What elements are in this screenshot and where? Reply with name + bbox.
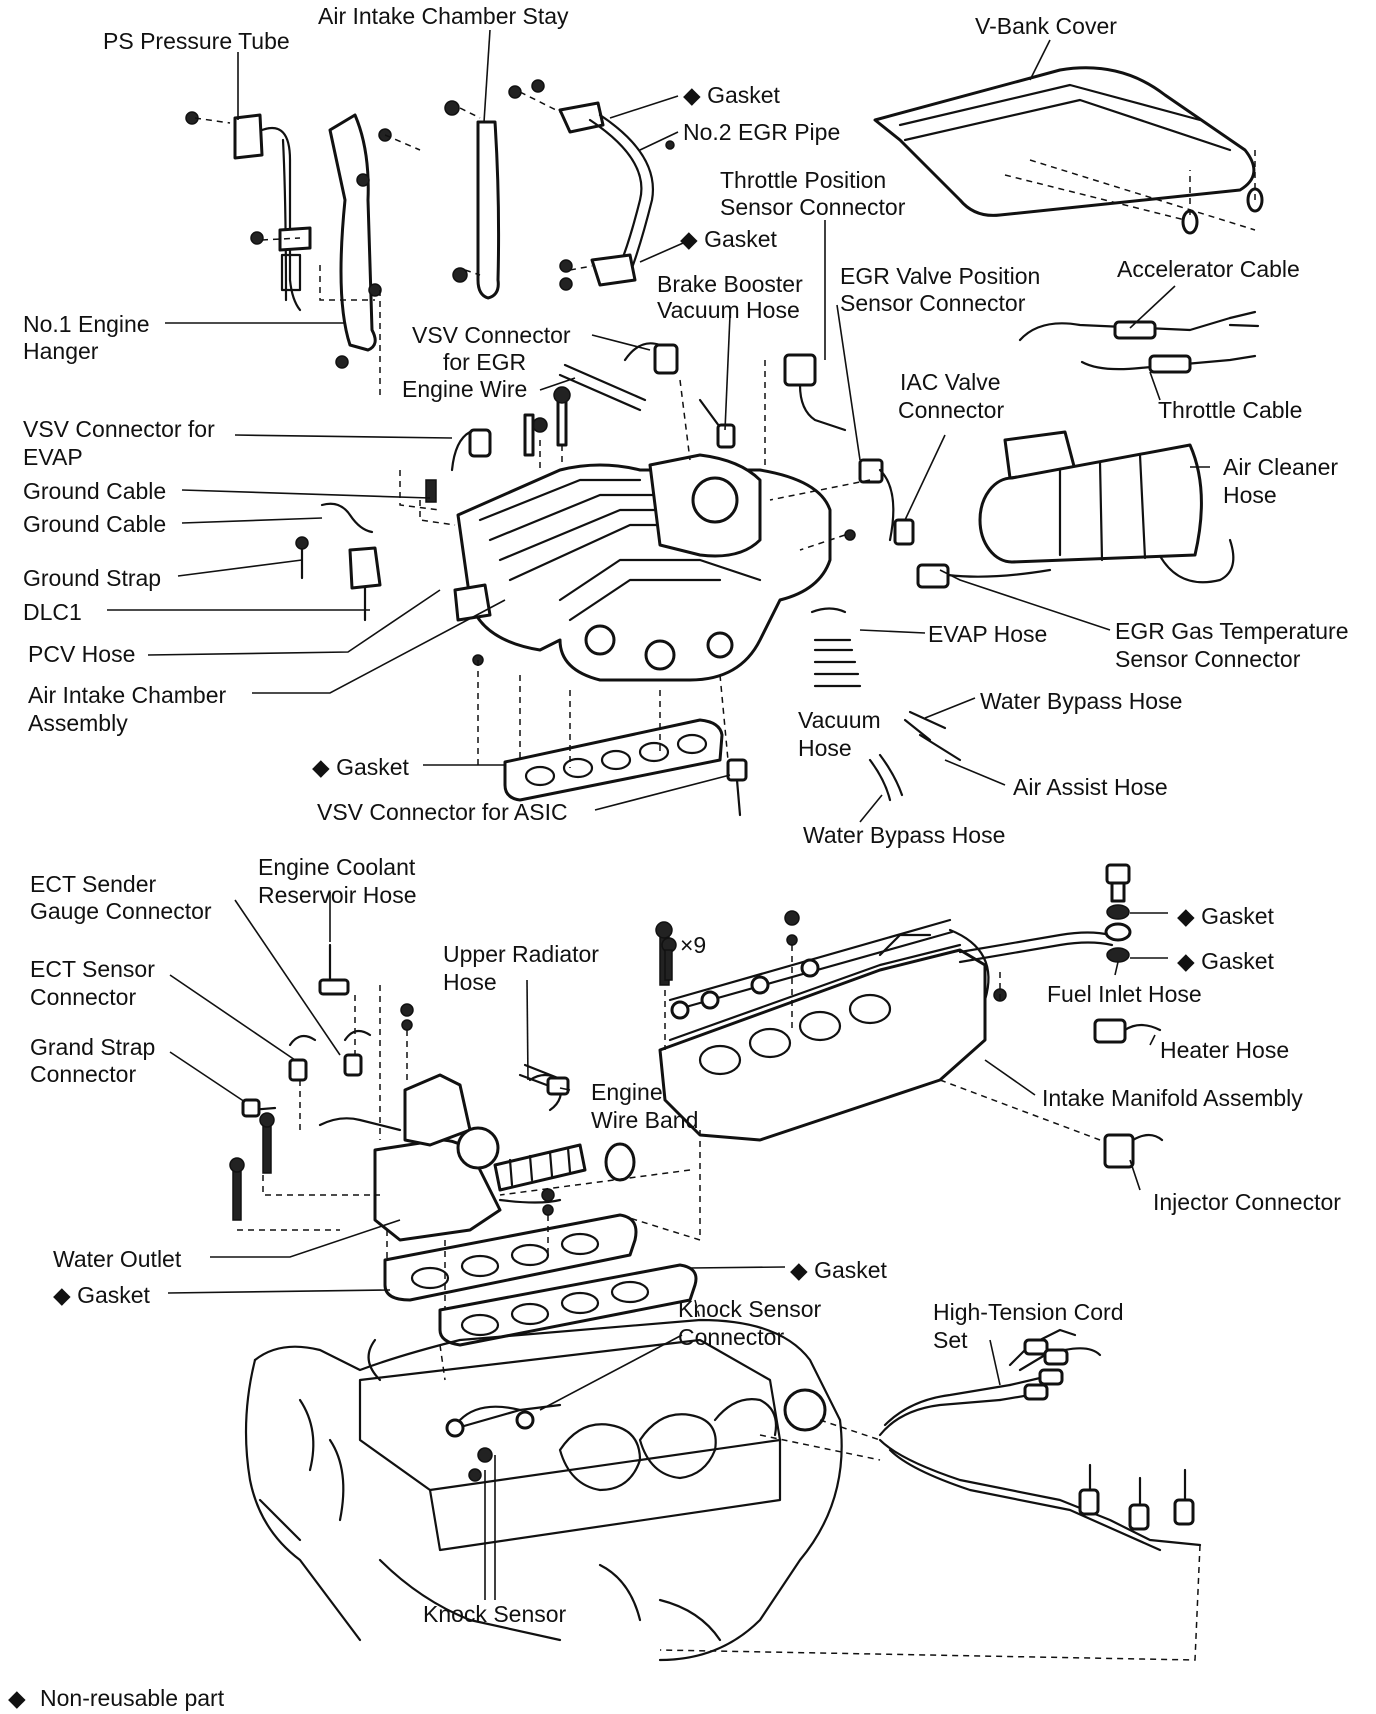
label-egr-valve-position-line1: EGR Valve Position: [840, 263, 1040, 289]
label-air-intake-chamber-stay: Air Intake Chamber Stay: [318, 3, 569, 29]
no2-egr-pipe-drawing: [508, 79, 675, 291]
label-knock-sensor: Knock Sensor: [423, 1601, 567, 1627]
air-intake-chamber-stay-drawing: [444, 100, 501, 300]
label-ground-cable-2: Ground Cable: [23, 511, 166, 537]
label-air-cleaner-hose-line1: Air Cleaner: [1223, 454, 1338, 480]
part-labels: PS Pressure Tube Air Intake Chamber Stay…: [23, 3, 1349, 1627]
legend-symbol: ◆: [8, 1685, 26, 1711]
label-air-intake-chamber-line1: Air Intake Chamber: [28, 682, 226, 708]
label-no2-egr-pipe: No.2 EGR Pipe: [683, 119, 840, 145]
label-water-bypass-hose-2: Water Bypass Hose: [803, 822, 1005, 848]
label-vsv-evap-line1: VSV Connector for: [23, 416, 215, 442]
label-egr-gas-temp-line2: Sensor Connector: [1115, 646, 1301, 672]
label-high-tension-line2: Set: [933, 1327, 968, 1353]
label-brake-booster-line1: Brake Booster: [657, 271, 803, 297]
label-engine-wire-band-line2: Wire Band: [591, 1107, 698, 1133]
label-no1-engine-hanger-line2: Hanger: [23, 338, 99, 364]
label-ground-strap: Ground Strap: [23, 565, 161, 591]
label-accelerator-cable: Accelerator Cable: [1117, 256, 1300, 282]
chamber-gasket-drawing: [503, 718, 748, 817]
label-grand-strap-line1: Grand Strap: [30, 1034, 155, 1060]
label-ect-sensor-line2: Connector: [30, 984, 136, 1010]
part-drawings: [185, 66, 1264, 1662]
label-dlc1: DLC1: [23, 599, 82, 625]
alignment-lines: [194, 91, 1256, 1661]
label-no1-engine-hanger-line1: No.1 Engine: [23, 311, 150, 337]
hoses-middle-drawing: [810, 607, 962, 802]
label-upper-radiator-line2: Hose: [443, 969, 497, 995]
label-ect-sender-line1: ECT Sender: [30, 871, 156, 897]
label-engine-coolant-line1: Engine Coolant: [258, 854, 416, 880]
no1-engine-hanger-drawing: [185, 111, 392, 369]
v-bank-cover-drawing: [873, 66, 1264, 235]
label-ground-cable-1: Ground Cable: [23, 478, 166, 504]
label-water-outlet: Water Outlet: [53, 1246, 182, 1272]
label-engine-wire: Engine Wire: [402, 376, 527, 402]
label-upper-radiator-line1: Upper Radiator: [443, 941, 599, 967]
label-ps-pressure-tube: PS Pressure Tube: [103, 28, 290, 54]
label-gasket-top: ◆ Gasket: [683, 82, 781, 108]
label-iac-valve-line2: Connector: [898, 397, 1004, 423]
air-intake-chamber-drawing: [453, 386, 856, 682]
label-vsv-asic: VSV Connector for ASIC: [317, 799, 568, 825]
label-gasket-chamber: ◆ Gasket: [312, 754, 410, 780]
label-grand-strap-line2: Connector: [30, 1061, 136, 1087]
water-outlet-drawing: [229, 943, 636, 1242]
label-v-bank-cover: V-Bank Cover: [975, 13, 1117, 39]
label-ect-sensor-line1: ECT Sensor: [30, 956, 155, 982]
label-gasket-fuel-1: ◆ Gasket: [1177, 903, 1275, 929]
label-bolt-count: ×9: [680, 932, 706, 958]
label-air-cleaner-hose-line2: Hose: [1223, 482, 1277, 508]
label-gasket-fuel-2: ◆ Gasket: [1177, 948, 1275, 974]
label-gasket-egr2: ◆ Gasket: [680, 226, 778, 252]
label-knock-sensor-connector-line2: Connector: [678, 1324, 784, 1350]
fuel-inlet-drawing: [1093, 863, 1164, 1169]
legend-text: Non-reusable part: [40, 1685, 225, 1711]
bolt-icon: [661, 937, 677, 981]
legend: ◆ Non-reusable part: [8, 1685, 225, 1711]
label-tps-connector-line1: Throttle Position: [720, 167, 886, 193]
label-vacuum-hose-line1: Vacuum: [798, 707, 881, 733]
high-tension-cord-drawing: [878, 1328, 1202, 1552]
label-injector-connector: Injector Connector: [1153, 1189, 1341, 1215]
label-intake-manifold: Intake Manifold Assembly: [1042, 1085, 1303, 1111]
label-vsv-egr-line1: VSV Connector: [412, 322, 571, 348]
label-air-assist-hose: Air Assist Hose: [1013, 774, 1168, 800]
label-engine-wire-band-line1: Engine: [591, 1079, 663, 1105]
label-vsv-egr-line2: for EGR: [443, 349, 526, 375]
label-vacuum-hose-line2: Hose: [798, 735, 852, 761]
outlet-gaskets-drawing: [383, 1213, 698, 1347]
label-egr-gas-temp-line1: EGR Gas Temperature: [1115, 618, 1349, 644]
label-fuel-inlet-hose: Fuel Inlet Hose: [1047, 981, 1202, 1007]
label-air-intake-chamber-line2: Assembly: [28, 710, 128, 736]
label-vsv-evap-line2: EVAP: [23, 444, 83, 470]
label-heater-hose: Heater Hose: [1160, 1037, 1289, 1063]
label-water-bypass-hose-1: Water Bypass Hose: [980, 688, 1182, 714]
label-throttle-cable: Throttle Cable: [1158, 397, 1302, 423]
label-evap-hose: EVAP Hose: [928, 621, 1047, 647]
label-brake-booster-line2: Vacuum Hose: [657, 297, 800, 323]
label-high-tension-line1: High-Tension Cord: [933, 1299, 1123, 1325]
label-gasket-manifold: ◆ Gasket: [790, 1257, 888, 1283]
label-iac-valve-line1: IAC Valve: [900, 369, 1001, 395]
label-knock-sensor-connector-line1: Knock Sensor: [678, 1296, 822, 1322]
leader-lines: [107, 29, 1210, 1600]
label-pcv-hose: PCV Hose: [28, 641, 135, 667]
air-cleaner-hose-drawing: [978, 430, 1235, 584]
label-egr-valve-position-line2: Sensor Connector: [840, 290, 1026, 316]
cables-drawing: [1018, 310, 1260, 374]
label-gasket-outlet: ◆ Gasket: [53, 1282, 151, 1308]
label-ect-sender-line2: Gauge Connector: [30, 898, 212, 924]
label-tps-connector-line2: Sensor Connector: [720, 194, 906, 220]
label-engine-coolant-line2: Reservoir Hose: [258, 882, 417, 908]
connectors-upper-drawing: [295, 342, 1052, 622]
upper-radiator-drawing: [518, 1063, 570, 1096]
engine-block-drawing: [244, 1318, 843, 1662]
ps-pressure-tube-drawing: [233, 113, 312, 312]
